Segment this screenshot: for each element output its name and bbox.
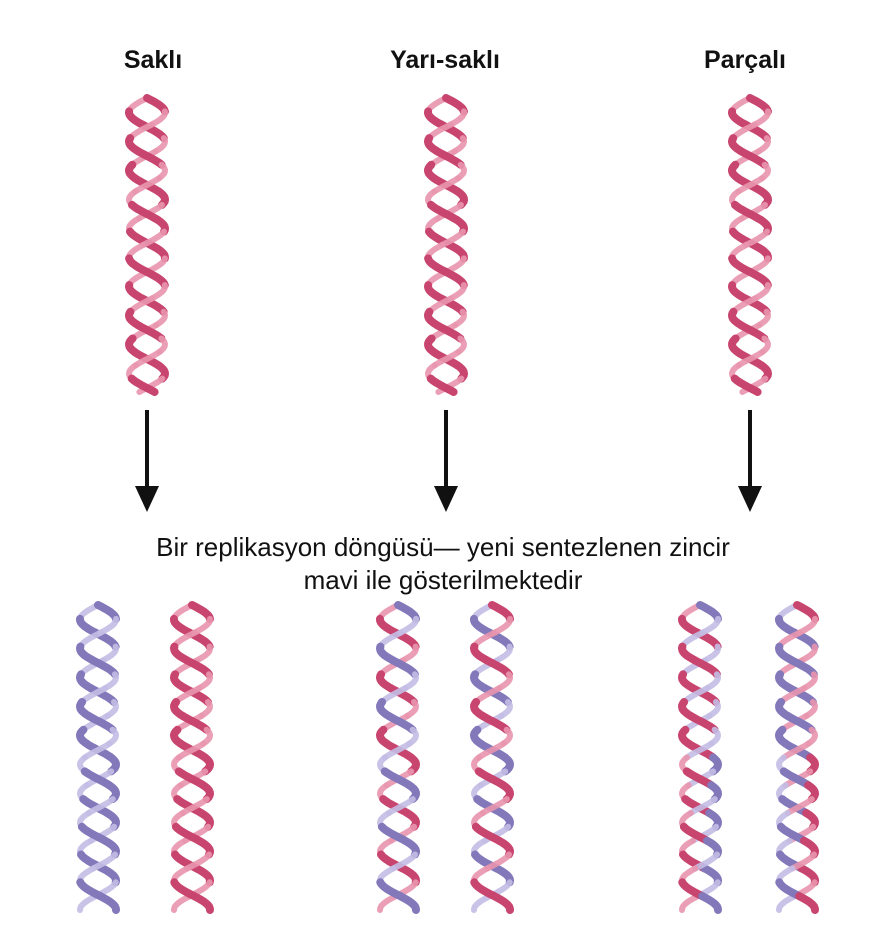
helix-ribbon-segment [174, 896, 190, 910]
helix-ribbon-segment [495, 619, 511, 633]
helix-ribbon-segment [93, 661, 115, 675]
helix-ribbon-segment [80, 896, 96, 910]
helix-ribbon-segment [494, 896, 510, 910]
helix-ribbon-segment [703, 619, 719, 633]
helix-ribbon-segment [492, 605, 510, 619]
helix-ribbon-segment [187, 661, 209, 675]
helix-ribbon-segment [101, 619, 117, 633]
caption-line-1: Bir replikasyon döngüsü— yeni sentezlene… [156, 532, 730, 562]
helix-ribbon-segment [797, 605, 815, 619]
helix-ribbon-segment [446, 98, 464, 111]
daughter-helix-0-1 [174, 605, 210, 910]
daughter-helix-2-1 [779, 605, 815, 910]
helix-ribbon-segment [401, 619, 417, 633]
daughter-helix-2-0 [682, 605, 718, 910]
helix-ribbon-segment [400, 896, 416, 910]
caption-line-2: mavi ile gösterilmektedir [304, 565, 583, 595]
parent-helix-2 [732, 98, 768, 392]
helix-ribbon-segment [393, 661, 415, 675]
daughter-helix-0-0 [80, 605, 116, 910]
helix-ribbon-segment [779, 896, 795, 910]
helix-ribbon-segment [474, 896, 490, 910]
arrowhead-conservative [135, 486, 159, 512]
arrowhead-dispersive [738, 486, 762, 512]
helix-ribbon-segment [750, 272, 768, 285]
helix-ribbon-segment [98, 605, 116, 619]
helix-ribbon-segment [695, 661, 717, 675]
helix-ribbon-segment [192, 605, 210, 619]
helix-ribbon-segment [799, 896, 815, 910]
model-title-dispersive: Parçalı [704, 46, 786, 74]
helix-ribbon-segment [682, 896, 698, 910]
daughter-helix-1-1 [474, 605, 510, 910]
helix-ribbon-segment [147, 272, 165, 285]
helix-ribbon-segment [750, 98, 768, 111]
helix-ribbon-segment [380, 896, 396, 910]
helix-ribbon-segment [446, 272, 464, 285]
helix-ribbon-segment [487, 661, 509, 675]
helix-ribbon-segment [702, 896, 718, 910]
parent-helix-0 [129, 98, 165, 392]
helix-ribbon-segment [147, 98, 165, 111]
helix-ribbon-segment [800, 619, 816, 633]
helix-ribbon-segment [700, 605, 718, 619]
helix-ribbon-segment [194, 896, 210, 910]
arrowhead-semiconservative [434, 486, 458, 512]
helix-ribbon-segment [195, 619, 211, 633]
helix-ribbon-segment [100, 896, 116, 910]
helix-ribbon-segment [398, 605, 416, 619]
helix-ribbon-segment [792, 661, 814, 675]
model-title-conservative: Saklı [124, 46, 182, 74]
daughter-helix-1-0 [380, 605, 416, 910]
model-title-semiconservative: Yarı-saklı [390, 46, 500, 74]
parent-helix-1 [428, 98, 464, 392]
